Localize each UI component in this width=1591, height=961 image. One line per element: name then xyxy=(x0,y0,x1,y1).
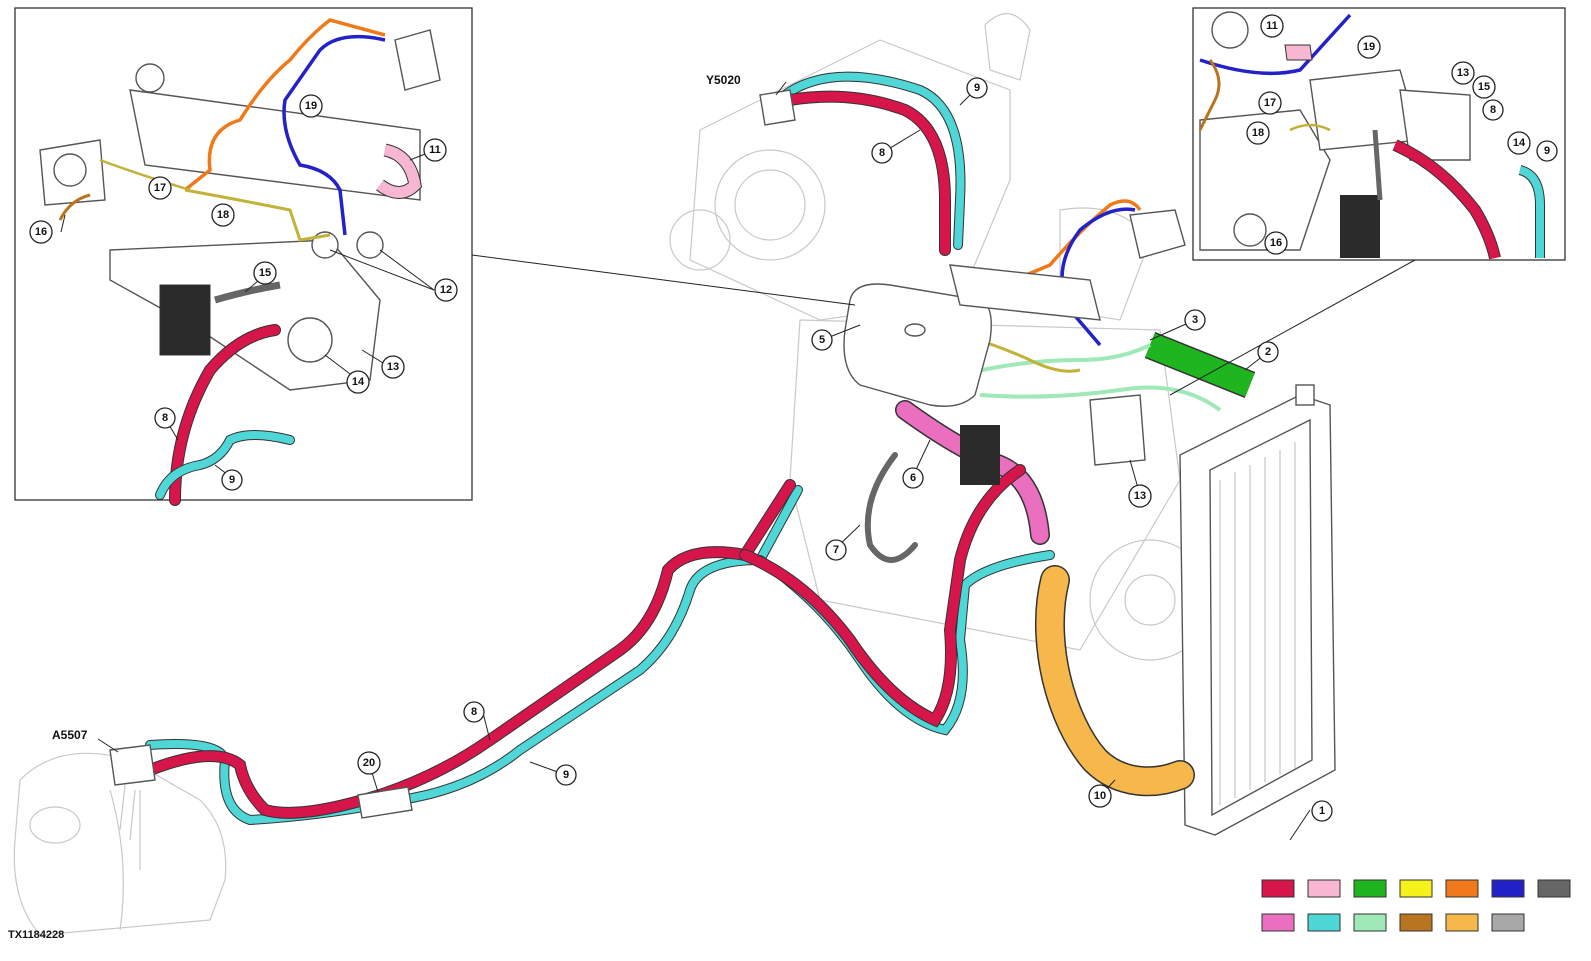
svg-text:15: 15 xyxy=(259,267,271,279)
inset-right-callout-15: 15 xyxy=(1472,75,1496,99)
callout-9-lower: 9 xyxy=(555,764,577,786)
wire-blue-engine xyxy=(1060,207,1136,347)
svg-text:1: 1 xyxy=(1319,805,1325,817)
svg-text:11: 11 xyxy=(1266,20,1278,32)
svg-text:18: 18 xyxy=(1252,127,1264,139)
legend-swatch xyxy=(1491,913,1525,932)
inset-right-callout-19: 19 xyxy=(1357,35,1381,59)
callout-2: 2 xyxy=(1257,341,1279,363)
legend-swatch xyxy=(1399,879,1433,898)
inset-left-callout-15: 15 xyxy=(253,261,277,285)
fuel-tank-ghost xyxy=(13,752,227,936)
legend-swatch xyxy=(1399,913,1433,932)
inset-right-callout-16: 16 xyxy=(1264,231,1288,255)
callout-8-lower: 8 xyxy=(463,701,485,723)
svg-text:17: 17 xyxy=(1264,97,1276,109)
svg-text:8: 8 xyxy=(1490,104,1496,116)
legend-swatch xyxy=(1261,913,1295,932)
inset-left-callout-9: 9 xyxy=(221,469,243,491)
engine-ghost-outline xyxy=(669,13,1211,661)
legend-swatch xyxy=(1491,879,1525,898)
svg-text:12: 12 xyxy=(440,284,452,296)
inset-right-callout-13: 13 xyxy=(1451,61,1475,85)
svg-text:6: 6 xyxy=(910,472,916,484)
inset-left-callout-19: 19 xyxy=(299,94,323,118)
svg-text:8: 8 xyxy=(162,412,168,424)
callout-5: 5 xyxy=(811,329,833,351)
callout-1: 1 xyxy=(1311,800,1333,822)
color-legend xyxy=(1261,879,1571,932)
svg-text:8: 8 xyxy=(471,706,477,718)
svg-text:19: 19 xyxy=(1363,41,1375,53)
svg-text:15: 15 xyxy=(1478,81,1490,93)
callout-6: 6 xyxy=(902,467,924,489)
inset-left-callout-18: 18 xyxy=(211,203,235,227)
inset-left-callout-13: 13 xyxy=(381,355,405,379)
inset-right-callout-17: 17 xyxy=(1258,91,1282,115)
svg-text:9: 9 xyxy=(1544,145,1550,157)
label-a5507: A5507 xyxy=(52,728,88,742)
legend-swatch xyxy=(1537,879,1571,898)
callout-8-upper: 8 xyxy=(871,142,893,164)
label-y5020: Y5020 xyxy=(706,73,741,87)
inset-right-callout-14: 14 xyxy=(1507,131,1531,155)
legend-swatch xyxy=(1353,913,1387,932)
inset-left-callout-8: 8 xyxy=(154,407,176,429)
inset-right-callout-9: 9 xyxy=(1536,140,1558,162)
inset-left-callout-16: 16 xyxy=(29,220,53,244)
svg-text:10: 10 xyxy=(1094,790,1106,802)
callout-10: 10 xyxy=(1088,784,1112,808)
inset-right-callout-11: 11 xyxy=(1260,14,1284,38)
engine-components xyxy=(109,89,1186,870)
inset-right-callout-18: 18 xyxy=(1246,121,1270,145)
inset-left-callout-14: 14 xyxy=(346,370,370,394)
svg-text:13: 13 xyxy=(1134,490,1146,502)
figure-id: TX1184228 xyxy=(8,929,64,941)
svg-text:2: 2 xyxy=(1265,346,1271,358)
svg-text:9: 9 xyxy=(563,769,569,781)
legend-swatch xyxy=(1307,913,1341,932)
svg-text:20: 20 xyxy=(363,757,375,769)
left-detail-inset xyxy=(14,7,473,506)
hose-light-green xyxy=(959,343,1222,412)
inset-left-callout-17: 17 xyxy=(148,176,172,200)
svg-text:9: 9 xyxy=(974,82,980,94)
legend-swatch xyxy=(1445,913,1479,932)
svg-text:13: 13 xyxy=(387,361,399,373)
svg-text:19: 19 xyxy=(305,100,317,112)
svg-text:14: 14 xyxy=(1513,137,1526,149)
svg-text:18: 18 xyxy=(217,209,229,221)
callout-13: 13 xyxy=(1128,484,1152,508)
legend-swatch xyxy=(1307,879,1341,898)
svg-text:13: 13 xyxy=(1457,67,1469,79)
inset-right-callout-8: 8 xyxy=(1482,99,1504,121)
legend-swatch xyxy=(1261,879,1295,898)
svg-text:5: 5 xyxy=(819,334,825,346)
svg-text:11: 11 xyxy=(429,144,441,156)
inset-left-callout-12: 12 xyxy=(434,278,458,302)
svg-text:9: 9 xyxy=(229,474,235,486)
hose-8-fuel-supply xyxy=(144,479,796,819)
svg-text:8: 8 xyxy=(879,147,885,159)
callout-9-upper: 9 xyxy=(966,77,988,99)
callout-3: 3 xyxy=(1184,309,1206,331)
hose-7-overflow xyxy=(864,452,918,563)
inset-left-callout-11: 11 xyxy=(423,138,447,162)
callout-20: 20 xyxy=(357,751,381,775)
svg-text:3: 3 xyxy=(1192,314,1198,326)
radiator xyxy=(1179,384,1336,836)
svg-text:16: 16 xyxy=(35,226,47,238)
callout-7: 7 xyxy=(825,539,847,561)
legend-swatch xyxy=(1353,879,1387,898)
svg-text:17: 17 xyxy=(154,182,166,194)
svg-text:14: 14 xyxy=(352,376,365,388)
svg-text:16: 16 xyxy=(1270,237,1282,249)
legend-swatch xyxy=(1445,879,1479,898)
svg-text:7: 7 xyxy=(833,544,839,556)
